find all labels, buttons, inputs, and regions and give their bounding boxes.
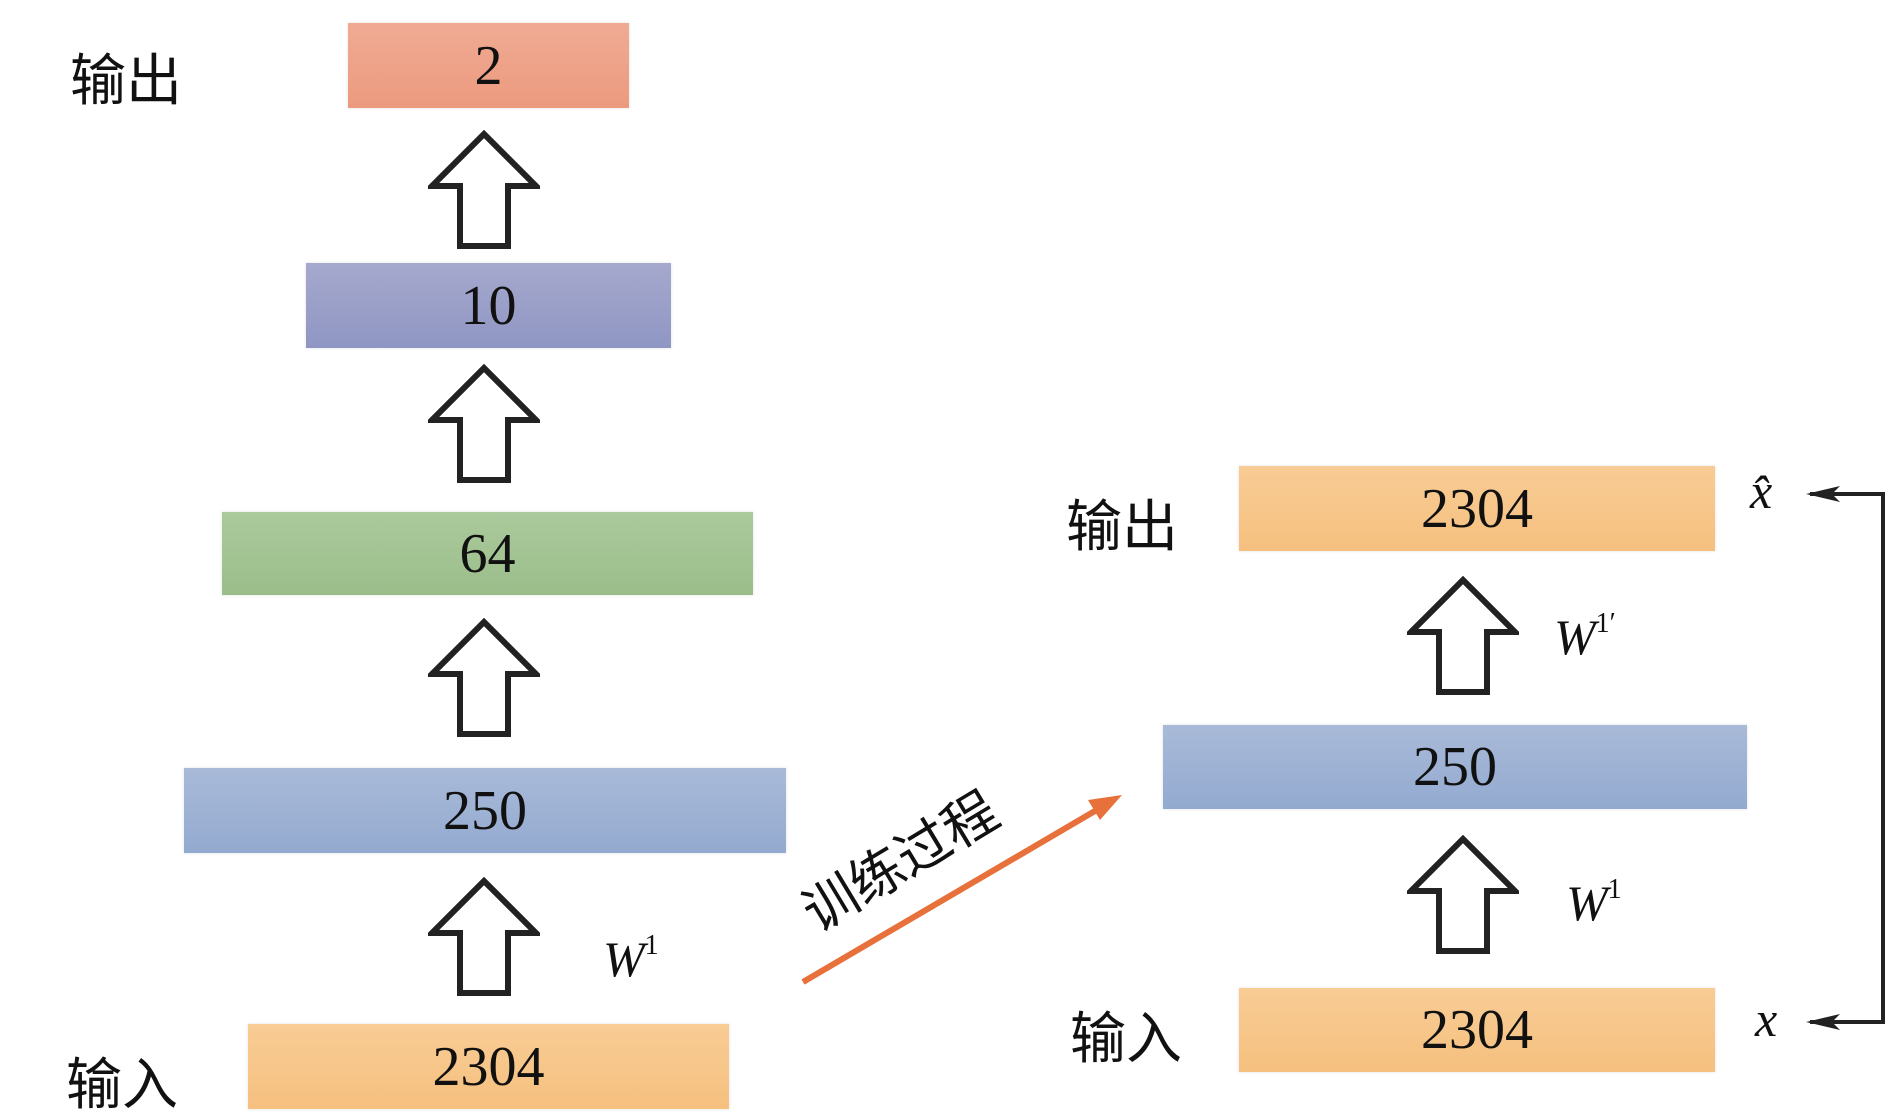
layer-250-box: 250 xyxy=(184,768,786,853)
right-input-label: 输入 xyxy=(1070,1009,1182,1071)
layer-64-box: 64 xyxy=(222,512,753,595)
input-2304-box: 2304 xyxy=(1239,988,1715,1072)
layer-2304-box: 2304 xyxy=(248,1024,729,1109)
up-arrow-icon xyxy=(1407,576,1519,695)
encoder-weight-label: W1 xyxy=(1566,874,1622,931)
layer-10-box: 10 xyxy=(306,263,671,348)
input-symbol-x: x xyxy=(1755,991,1778,1047)
left-output-label: 输出 xyxy=(70,51,182,113)
left-input-label: 输入 xyxy=(66,1055,178,1117)
reconstruction-2304-box: 2304 xyxy=(1239,466,1715,551)
up-arrow-icon xyxy=(428,364,540,483)
up-arrow-icon xyxy=(428,618,540,737)
left-weight-label: W1 xyxy=(603,930,659,987)
up-arrow-icon xyxy=(428,877,540,996)
up-arrow-icon xyxy=(428,130,540,249)
output-symbol-x-hat: x̂ xyxy=(1750,463,1773,519)
hidden-250-box: 250 xyxy=(1163,725,1747,809)
layer-2-box: 2 xyxy=(348,23,629,108)
up-arrow-icon xyxy=(1407,835,1519,954)
right-output-label: 输出 xyxy=(1066,497,1178,559)
decoder-weight-label: W1′ xyxy=(1554,608,1616,665)
